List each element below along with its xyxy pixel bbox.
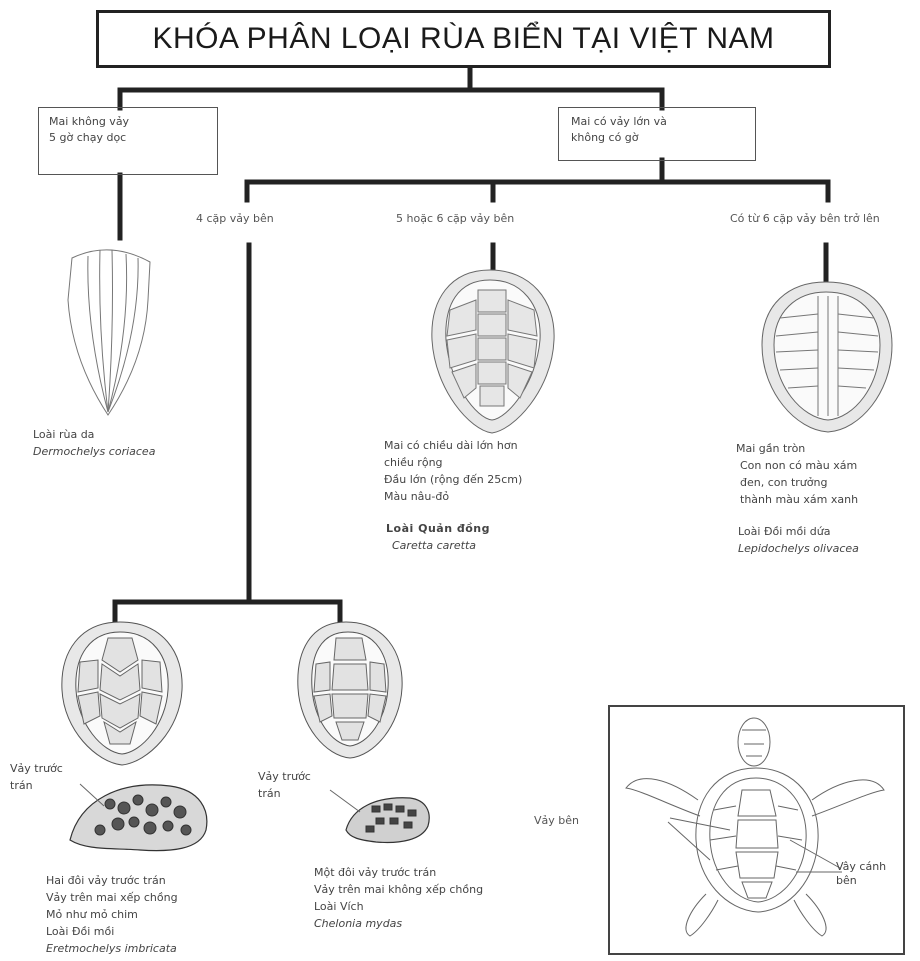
anatomy-flipper-label: Vây cánh bên (836, 860, 886, 888)
anatomy-lateral-scutes-label: Vảy bên (534, 814, 579, 827)
anatomy-flipper-label-1: Vây cánh (836, 860, 886, 874)
anatomy-flipper-label-2: bên (836, 874, 886, 888)
